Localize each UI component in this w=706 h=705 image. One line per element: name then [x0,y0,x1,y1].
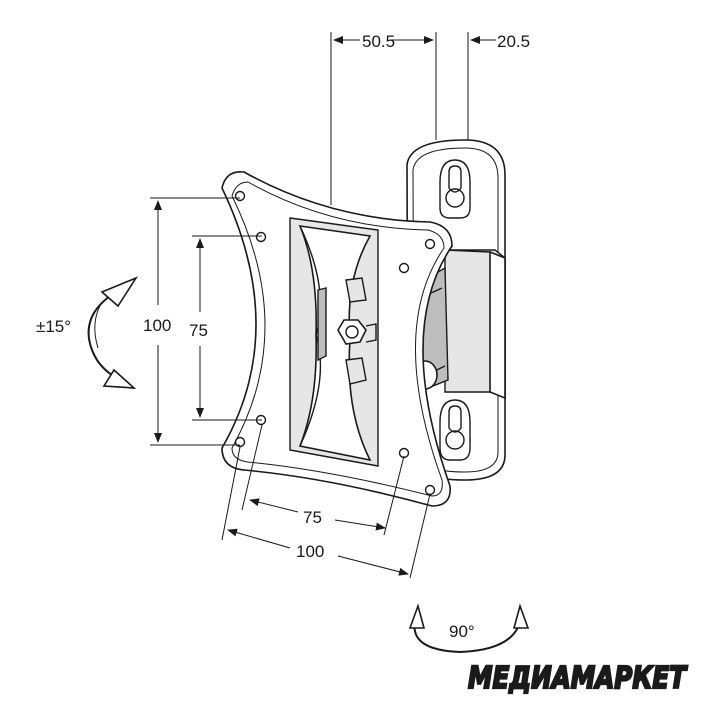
dimension-bottom: 75 100 [221,424,431,579]
dimension-label-width-75: 75 [303,508,322,527]
tilt-label: ±15° [36,317,71,336]
tilt-arrow: ±15° [36,276,139,389]
brand-logo: МЕДИАМАРКЕТ [467,660,689,697]
dimension-label-width-100: 100 [296,542,324,561]
keyhole-slot-top [439,159,471,219]
vesa-plate [221,171,453,507]
dimension-label-50-5: 50.5 [362,32,395,51]
brand-logo-text: МЕДИАМАРКЕТ [468,661,688,696]
dimension-left: 100 75 [143,197,262,446]
swivel-arrow: 90° [408,603,530,654]
hex-nut [337,319,367,345]
dimension-top: 50.5 20.5 [330,32,530,205]
dimension-label-height-75: 75 [189,321,208,340]
swivel-label: 90° [449,622,475,641]
dimension-label-height-100: 100 [143,316,171,335]
keyhole-slot-bottom [439,399,471,461]
dimension-label-20-5: 20.5 [497,32,530,51]
